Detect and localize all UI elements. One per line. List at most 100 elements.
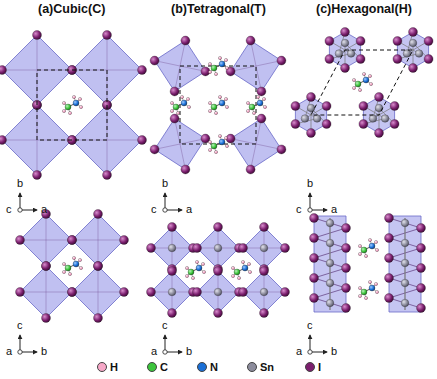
hydrogen-atom [368,280,371,283]
iodine-atom [291,102,300,111]
iodine-atom [68,236,77,245]
legend-swatch [97,362,107,372]
carbon-atom [361,247,367,253]
tin-atom [326,299,334,307]
iodine-atom [260,223,269,232]
legend-swatch [305,362,315,372]
iodine-atom [310,294,319,303]
iodine-atom [341,64,350,73]
iodine-atom [281,288,290,297]
hydrogen-atom [187,105,190,108]
hydrogen-atom [191,276,194,279]
carbon-atom [361,289,367,295]
tin-atom [301,115,309,123]
hydrogen-atom [202,270,205,273]
iodine-atom [181,36,190,45]
octahedron [20,214,72,266]
panel-title: (b)Tetragonal(T) [171,3,266,17]
hydrogen-atom [185,266,188,269]
iodine-atom [390,120,399,129]
tin-atom [401,299,409,307]
hydrogen-atom [352,78,355,81]
axis-label: b [41,345,47,357]
iodine-atom [68,236,77,245]
tin-atom [326,259,334,267]
legend-text: H [110,361,118,373]
iodine-atom [147,288,156,297]
hydrogen-atom [231,274,234,277]
face-sharing-chain [389,216,421,312]
iodine-atom [375,129,384,138]
hydrogen-atom [225,105,228,108]
iodine-atom [193,288,202,297]
iodine-atom [424,37,433,46]
sn-i-bond [37,140,38,175]
tin-atom [168,288,176,296]
axis-origin [163,208,167,212]
iodine-atom [409,28,418,37]
hydrogen-atom [78,97,81,100]
iodine-atom [417,284,426,293]
iodine-atom [260,267,269,276]
iodine-atom [277,56,286,65]
iodine-atom [257,87,266,96]
hydrogen-atom [195,260,198,263]
iodine-atom [94,262,103,271]
legend-swatch [147,362,157,372]
iodine-atom [277,145,286,154]
tin-atom [326,219,334,227]
unit-cell [180,66,256,144]
octahedron [197,271,239,313]
carbon-atom [249,104,255,110]
hydrogen-atom [352,86,355,89]
sn-i-bond [2,140,37,141]
sn-i-bond [2,70,37,71]
tin-atom [401,259,409,267]
tin-atom [326,279,334,287]
iodine-atom [138,66,147,75]
hydrogen-atom [218,134,221,137]
nitrogen-atom [369,243,375,249]
hydrogen-atom [252,111,255,114]
iodine-atom [0,66,7,75]
iodine-atom [417,224,426,233]
hydrogen-atom [72,95,75,98]
iodine-atom [342,304,351,313]
iodine-atom [393,55,402,64]
hydrogen-atom [248,270,251,273]
iodine-atom [33,31,42,40]
iodine-atom [385,254,394,263]
iodine-atom [168,309,177,318]
hydrogen-atom [374,240,377,243]
hydrogen-atom [79,266,82,269]
iodine-atom [103,171,112,180]
iodine-atom [409,64,418,73]
axis-label: b [331,345,337,357]
iodine-atom [68,288,77,297]
axis-origin [18,208,22,212]
nitrogen-atom [73,261,79,267]
tin-atom [415,50,423,58]
axis-label: c [296,203,302,215]
carbon-atom [211,65,217,71]
legend-text: I [318,361,321,373]
hydrogen-atom [68,111,71,114]
hydrogen-atom [358,252,361,255]
axis-origin [18,350,22,354]
hydrogen-atom [237,276,240,279]
hydrogen-atom [62,262,65,265]
iodine-atom [385,214,394,223]
iodine-atom [147,244,156,253]
tin-atom [401,219,409,227]
iodine-atom [42,314,51,323]
axis-label: c [151,203,157,215]
hydrogen-atom [208,62,211,65]
hydrogen-atom [246,109,249,112]
iodine-atom [341,28,350,37]
tin-atom [401,279,409,287]
axis-label: c [17,319,23,331]
octahedron [197,227,239,269]
tin-atom [401,239,409,247]
iodine-atom [342,264,351,273]
octahedron [72,214,124,266]
